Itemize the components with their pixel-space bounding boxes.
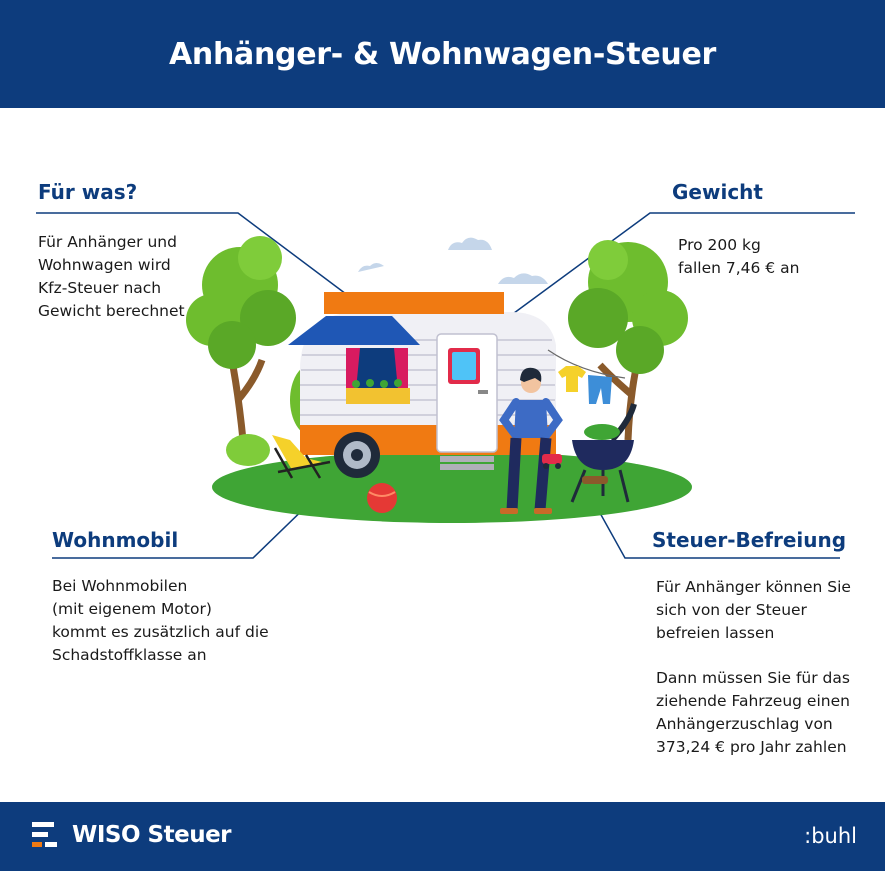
text-line: fallen 7,46 € an <box>678 259 800 277</box>
text-befreiung: Für Anhänger können Sie sich von der Ste… <box>656 576 851 645</box>
text-line: Dann müssen Sie für das <box>656 669 850 687</box>
lounge-chair-icon <box>272 435 331 479</box>
header-banner: Anhänger- & Wohnwagen-Steuer <box>0 0 885 108</box>
ball-icon <box>367 483 397 513</box>
left-tree-icon <box>186 236 296 466</box>
text-fuer-was: Für Anhänger und Wohnwagen wird Kfz-Steu… <box>38 231 185 323</box>
text-gewicht: Pro 200 kg fallen 7,46 € an <box>678 234 799 280</box>
right-tree-icon <box>568 240 688 441</box>
text-line: Bei Wohnmobilen <box>52 577 188 595</box>
wiso-logo[interactable]: WISO Steuer <box>32 822 232 848</box>
heading-wohnmobil: Wohnmobil <box>52 528 179 552</box>
grill-icon <box>570 403 637 503</box>
text-line: 373,24 € pro Jahr zahlen <box>656 738 847 756</box>
text-line: befreien lassen <box>656 624 775 642</box>
person-icon <box>499 367 563 514</box>
page-title: Anhänger- & Wohnwagen-Steuer <box>169 36 716 72</box>
wiso-logo-icon <box>32 822 57 847</box>
text-line: Für Anhänger können Sie <box>656 578 851 596</box>
text-line: Wohnwagen wird <box>38 256 171 274</box>
text-wohnmobil: Bei Wohnmobilen (mit eigenem Motor) komm… <box>52 575 269 667</box>
heading-fuer-was: Für was? <box>38 180 138 204</box>
text-line: Kfz-Steuer nach <box>38 279 162 297</box>
text-line: Schadstoffklasse an <box>52 646 207 664</box>
buhl-brand[interactable]: :buhl <box>804 824 857 848</box>
text-line: (mit eigenem Motor) <box>52 600 212 618</box>
grass-ground <box>212 451 692 523</box>
text-line: Anhängerzuschlag von <box>656 715 833 733</box>
caravan-icon <box>288 292 556 478</box>
cloud-icons <box>358 237 548 284</box>
text-line: Pro 200 kg <box>678 236 761 254</box>
heading-steuer-befreiung: Steuer-Befreiung <box>652 528 847 552</box>
text-befreiung-zuschlag: Dann müssen Sie für das ziehende Fahrzeu… <box>656 667 850 759</box>
clothesline-icon <box>547 349 626 404</box>
text-line: Gewicht berechnet <box>38 302 185 320</box>
text-line: Für Anhänger und <box>38 233 177 251</box>
heading-gewicht: Gewicht <box>672 180 763 204</box>
text-line: sich von der Steuer <box>656 601 807 619</box>
logo-text: WISO Steuer <box>72 822 232 848</box>
footer-bar <box>0 802 885 871</box>
text-line: ziehende Fahrzeug einen <box>656 692 850 710</box>
toy-icon <box>542 454 562 469</box>
text-line: kommt es zusätzlich auf die <box>52 623 269 641</box>
